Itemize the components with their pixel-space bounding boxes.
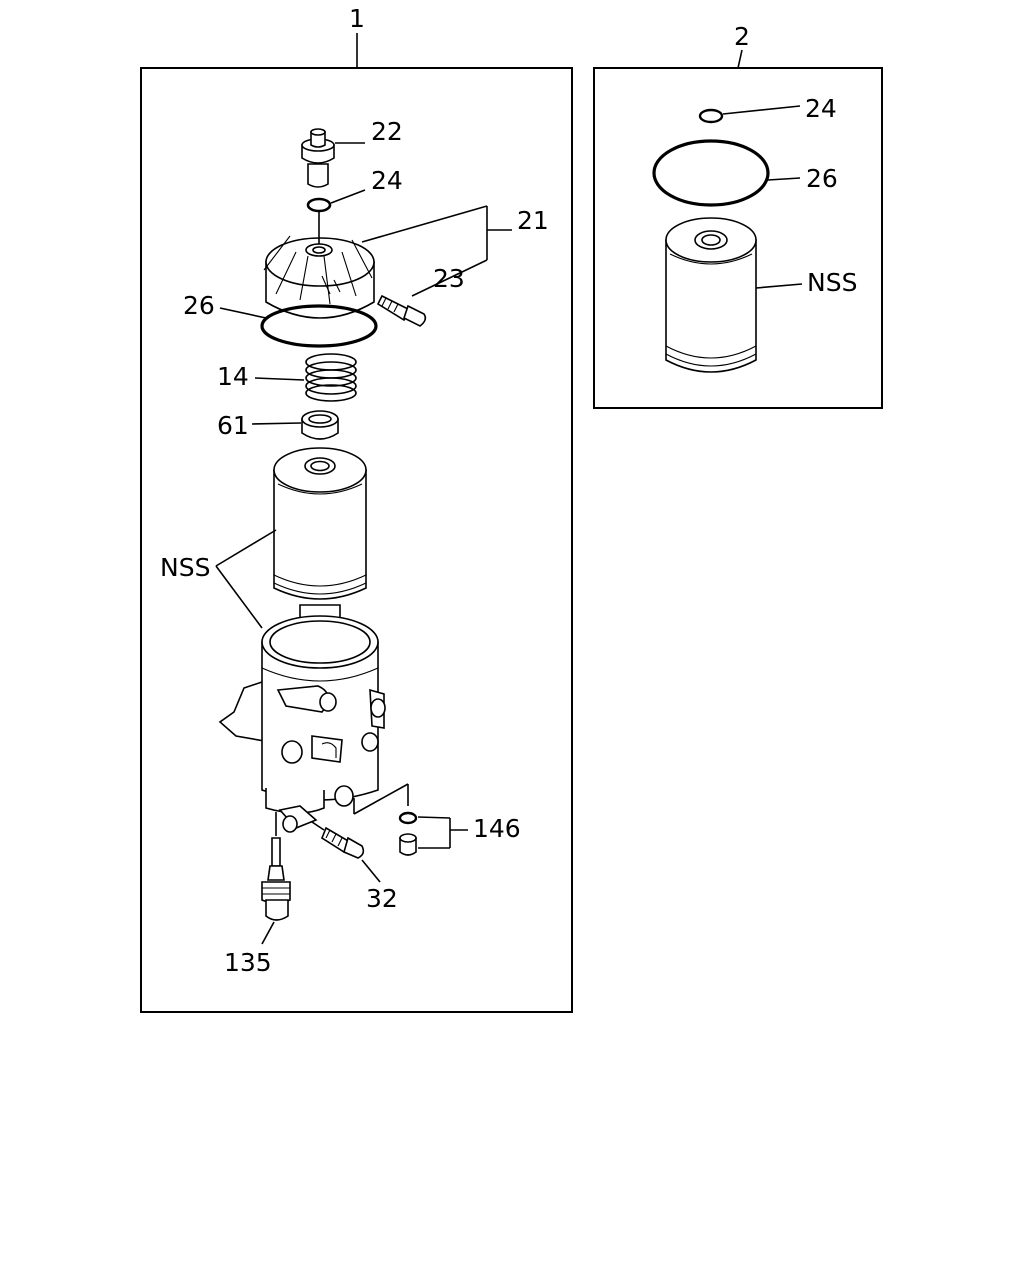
callout-26-b: 26 xyxy=(806,164,838,193)
callout-21: 21 xyxy=(517,206,549,235)
callout-nss-a: NSS xyxy=(160,553,210,582)
drain-plug-set-146[interactable] xyxy=(398,811,418,856)
assembly-1-number: 1 xyxy=(349,4,365,33)
callout-24-b: 24 xyxy=(805,94,837,123)
filter-body[interactable] xyxy=(218,615,386,833)
seat-61[interactable] xyxy=(301,410,339,440)
callout-24-a: 24 xyxy=(371,166,403,195)
sensor-135[interactable] xyxy=(261,812,291,921)
filter-element-kit[interactable] xyxy=(665,217,757,373)
oring-26[interactable] xyxy=(260,304,378,348)
screw-23[interactable] xyxy=(376,294,427,327)
washer-24-kit[interactable] xyxy=(698,108,724,124)
oring-26-kit[interactable] xyxy=(652,139,770,207)
assembly-2: 2 24 26 NSS xyxy=(593,22,883,409)
filter-element[interactable] xyxy=(273,447,367,628)
callout-61: 61 xyxy=(217,411,249,440)
callout-26-a: 26 xyxy=(183,291,215,320)
callout-23: 23 xyxy=(433,264,465,293)
assembly-2-number: 2 xyxy=(734,22,750,51)
callout-nss-b: NSS xyxy=(807,268,857,297)
callout-146: 146 xyxy=(473,814,521,843)
callout-32: 32 xyxy=(366,884,398,913)
spring-14[interactable] xyxy=(305,353,357,402)
assembly-1-frame xyxy=(140,67,573,1013)
callout-135: 135 xyxy=(224,948,272,977)
assembly-2-frame xyxy=(593,67,883,409)
assembly-1: 1 22 24 21 xyxy=(140,4,573,1013)
callout-14: 14 xyxy=(217,362,249,391)
washer-24[interactable] xyxy=(306,197,332,213)
callout-22: 22 xyxy=(371,117,403,146)
bolt-22[interactable] xyxy=(301,128,335,188)
bolt-32[interactable] xyxy=(311,821,365,859)
cover-21[interactable] xyxy=(263,212,375,319)
